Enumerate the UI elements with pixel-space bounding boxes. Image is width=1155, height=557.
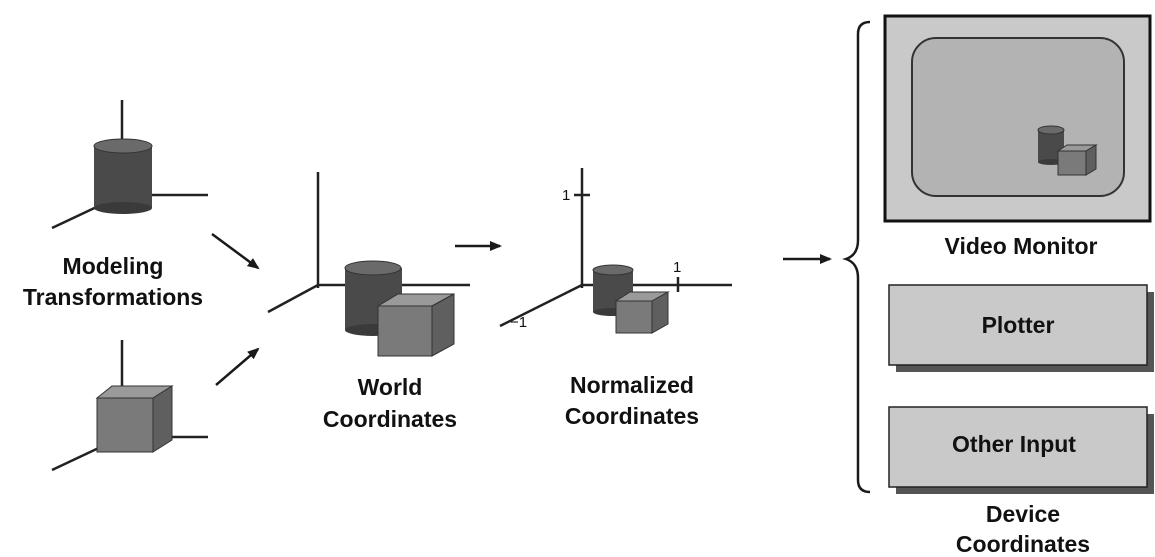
normalized-coordinates-group: 1 1 −1 bbox=[499, 168, 732, 334]
world-label-line1: World bbox=[358, 374, 423, 400]
modeling-label-line2: Transformations bbox=[23, 284, 203, 310]
plotter-box bbox=[888, 284, 1154, 372]
device-label-line2: Coordinates bbox=[956, 531, 1090, 557]
modeling-cube-group bbox=[51, 340, 208, 472]
world-label-line2: Coordinates bbox=[323, 406, 457, 432]
device-label-line1: Device bbox=[986, 501, 1060, 527]
normalized-label-line2: Coordinates bbox=[565, 403, 699, 429]
world-cylinder bbox=[344, 260, 402, 336]
monitor-screen bbox=[911, 37, 1125, 197]
normalized-cube bbox=[614, 291, 670, 334]
monitor-cube bbox=[1056, 144, 1098, 176]
arrow-cube-to-world bbox=[215, 347, 260, 386]
other-input-box bbox=[888, 406, 1154, 494]
world-coordinates-group bbox=[267, 172, 470, 357]
video-monitor-label: Video Monitor bbox=[945, 233, 1098, 259]
normalized-tick-z: 1 bbox=[673, 259, 681, 276]
devices-brace bbox=[842, 20, 871, 494]
arrow-cylinder-to-world bbox=[211, 232, 260, 270]
modeling-cylinder bbox=[93, 138, 153, 214]
normalized-tick-x: −1 bbox=[510, 314, 527, 331]
normalized-tick-y: 1 bbox=[562, 187, 570, 204]
world-cube bbox=[376, 293, 455, 357]
normalized-label-line1: Normalized bbox=[570, 372, 694, 398]
video-monitor bbox=[883, 14, 1152, 223]
plotter-label: Plotter bbox=[982, 312, 1055, 338]
other-input-label: Other Input bbox=[952, 431, 1076, 457]
modeling-cylinder-group bbox=[51, 100, 208, 230]
modeling-label-line1: Modeling bbox=[63, 253, 164, 279]
modeling-cube bbox=[95, 385, 174, 453]
